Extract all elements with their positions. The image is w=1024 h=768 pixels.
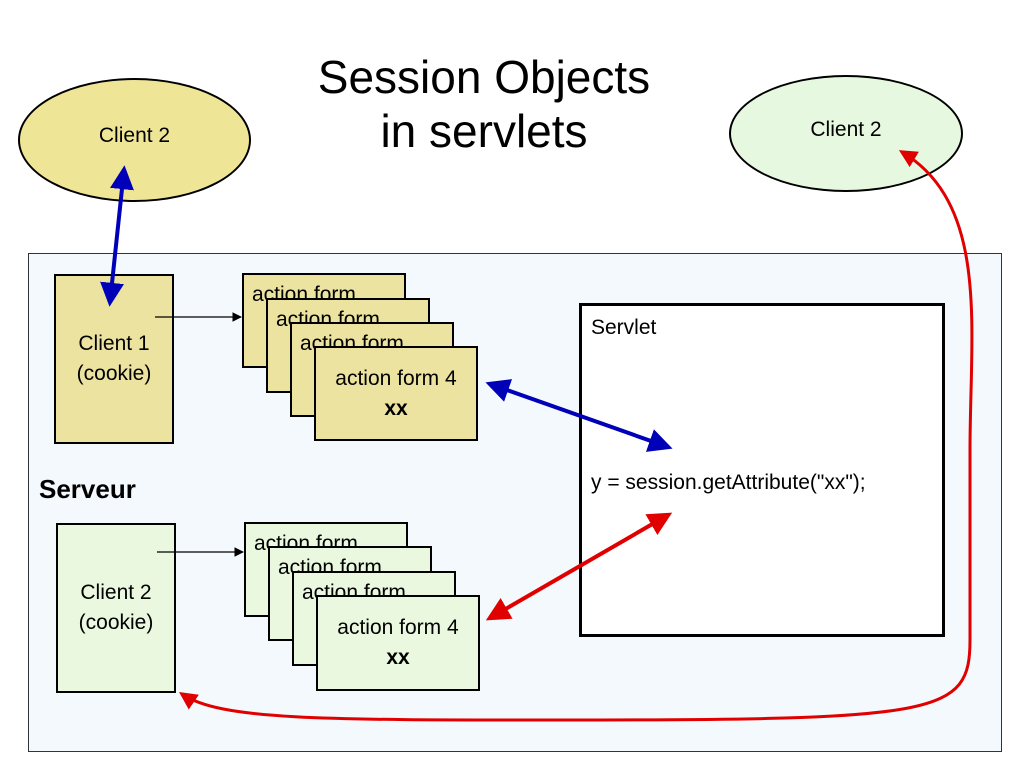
client-2-cookie-box: Client 2 (cookie)	[56, 523, 176, 693]
client-1-name: Client 1	[78, 332, 150, 355]
title-line-2: in servlets	[380, 105, 588, 157]
blue-arrow-client-link	[100, 165, 134, 307]
client-2-cookie: (cookie)	[78, 611, 154, 634]
client-1-cookie: (cookie)	[76, 362, 152, 385]
client-2-ellipse-right-label: Client 2	[810, 117, 882, 141]
client-2-ellipse-left-label: Client 2	[98, 124, 171, 147]
slide-title: Session Objects in servlets	[0, 50, 968, 158]
blue-arrow-form-servlet	[485, 379, 673, 452]
server-label: Serveur	[39, 474, 136, 504]
client-2-name: Client 2	[80, 581, 152, 604]
red-arrow-form-servlet	[485, 512, 673, 621]
red-arrow-long-curve	[179, 150, 974, 722]
title-line-1: Session Objects	[317, 51, 651, 103]
